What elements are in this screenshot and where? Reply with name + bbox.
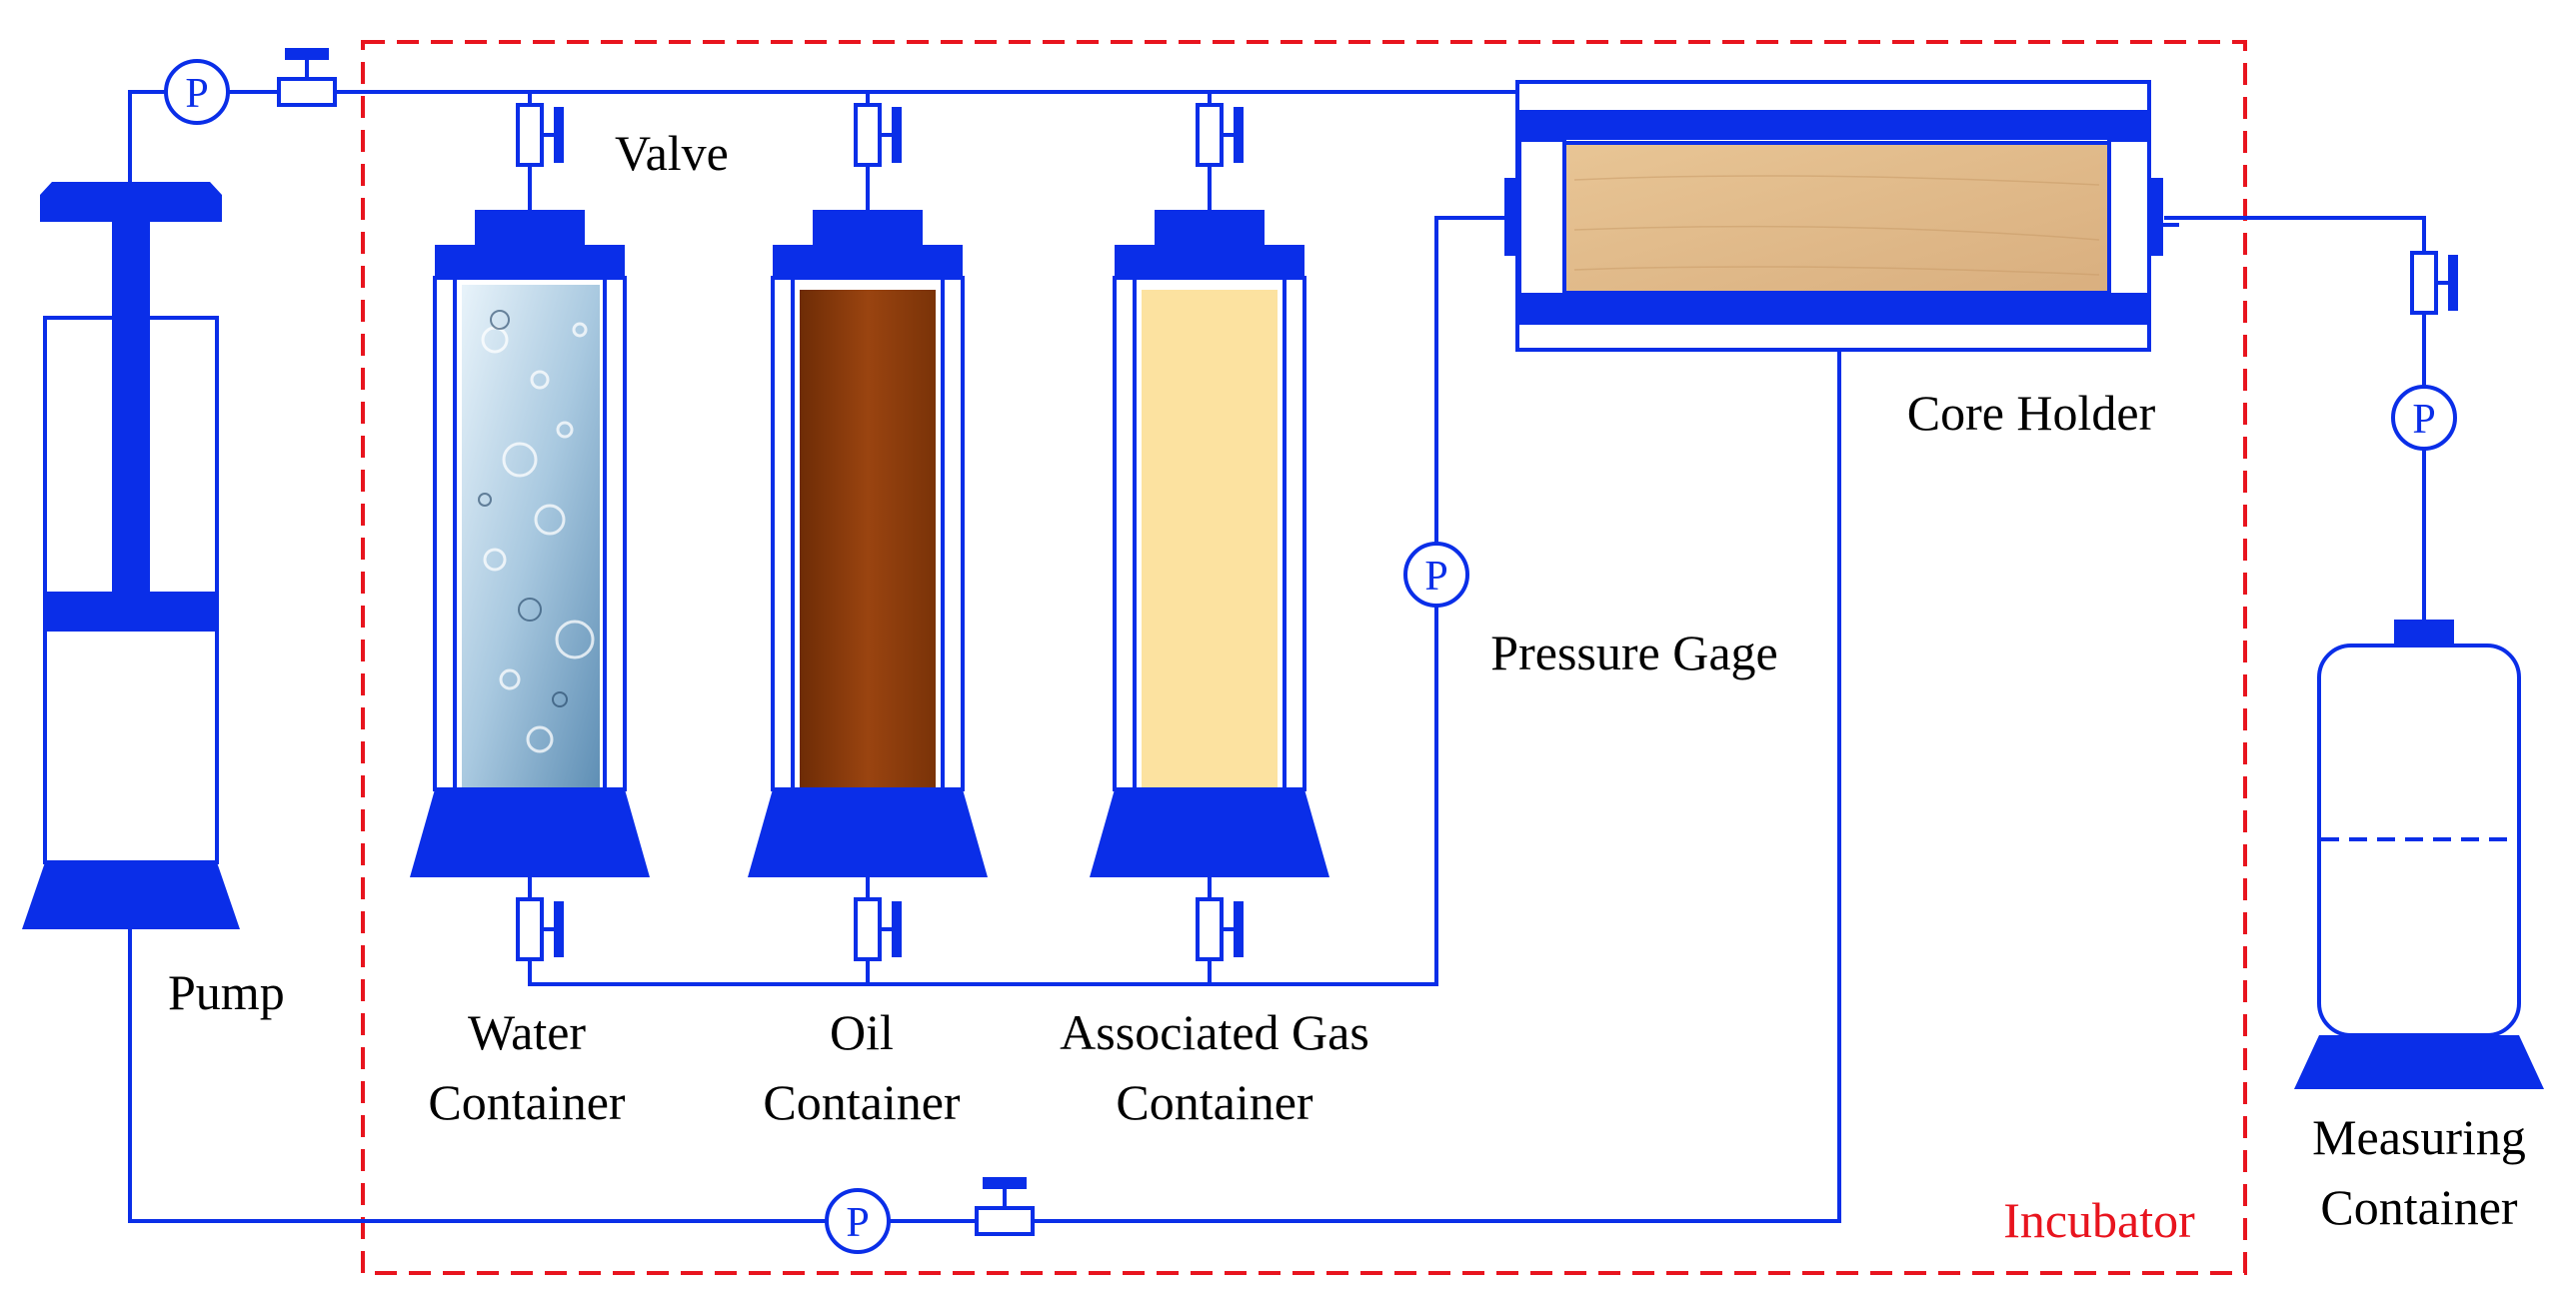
pressure-gauge-icon: P	[2391, 385, 2457, 451]
gas-container-cap	[1115, 210, 1304, 280]
pressure-gauge-icon: P	[164, 59, 230, 125]
incubator-border	[361, 40, 2247, 1275]
pump-rod	[112, 212, 150, 612]
label-measuring-container-1: Measuring	[2312, 1109, 2526, 1165]
measuring-container-base	[2294, 1035, 2544, 1089]
outlet-line	[2164, 216, 2426, 620]
label-gas-container-2: Container	[1116, 1074, 1313, 1130]
inline-valve-icon	[975, 1177, 1035, 1236]
water-container-cap	[435, 210, 625, 280]
valve-icon	[1196, 103, 1244, 167]
inline-valve-icon	[277, 48, 337, 107]
label-measuring-container-2: Container	[2320, 1179, 2518, 1235]
bottom-collection-line	[528, 216, 1517, 986]
svg-text:P: P	[846, 1200, 869, 1246]
core-holder	[1504, 80, 2163, 352]
return-line	[128, 350, 1841, 1223]
label-gas-container-1: Associated Gas	[1060, 1004, 1369, 1060]
label-pump: Pump	[168, 964, 285, 1020]
gas-container-base	[1090, 789, 1329, 877]
label-pressure-gage: Pressure Gage	[1490, 625, 1777, 680]
core-holder-inlet-port	[1504, 178, 1518, 256]
label-incubator: Incubator	[2003, 1192, 2195, 1248]
measuring-container	[2294, 620, 2544, 1089]
water-container	[410, 210, 650, 877]
pressure-gauge-icon: P	[1403, 542, 1469, 608]
needle-valves	[516, 103, 2458, 961]
valve-icon	[516, 897, 564, 961]
oil-fill	[800, 290, 936, 787]
core-holder-outlet-port	[2149, 178, 2163, 256]
pump	[22, 182, 240, 929]
water-container-base	[410, 789, 650, 877]
valve-icon	[2410, 251, 2458, 315]
pressure-gauge-icon: P	[825, 1188, 891, 1254]
label-water-container-1: Water	[468, 1004, 586, 1060]
valve-icon	[854, 103, 902, 167]
label-core-holder: Core Holder	[1907, 385, 2156, 441]
valve-icon	[516, 103, 564, 167]
oil-container-base	[748, 789, 988, 877]
water-fill	[462, 285, 600, 787]
measuring-container-cap	[2394, 620, 2454, 648]
core-holder-top-band	[1517, 110, 2149, 140]
svg-text:P: P	[1424, 554, 1447, 600]
label-water-container-2: Container	[428, 1074, 626, 1130]
label-oil-container-1: Oil	[830, 1004, 894, 1060]
svg-text:P: P	[2412, 397, 2435, 443]
core-sample	[1562, 141, 2111, 295]
valve-icon	[854, 897, 902, 961]
core-holder-left-cap	[1517, 138, 1566, 297]
gas-container	[1090, 210, 1329, 877]
gas-fill	[1142, 290, 1278, 787]
oil-container-cap	[773, 210, 963, 280]
svg-text:P: P	[185, 71, 208, 117]
valve-icon	[1196, 897, 1244, 961]
label-oil-container-2: Container	[763, 1074, 961, 1130]
pump-base	[22, 862, 240, 929]
core-holder-right-cap	[2107, 138, 2151, 297]
core-holder-bottom-band	[1517, 295, 2149, 325]
pump-handle	[40, 182, 222, 222]
oil-container	[748, 210, 988, 877]
label-valve: Valve	[615, 125, 729, 181]
